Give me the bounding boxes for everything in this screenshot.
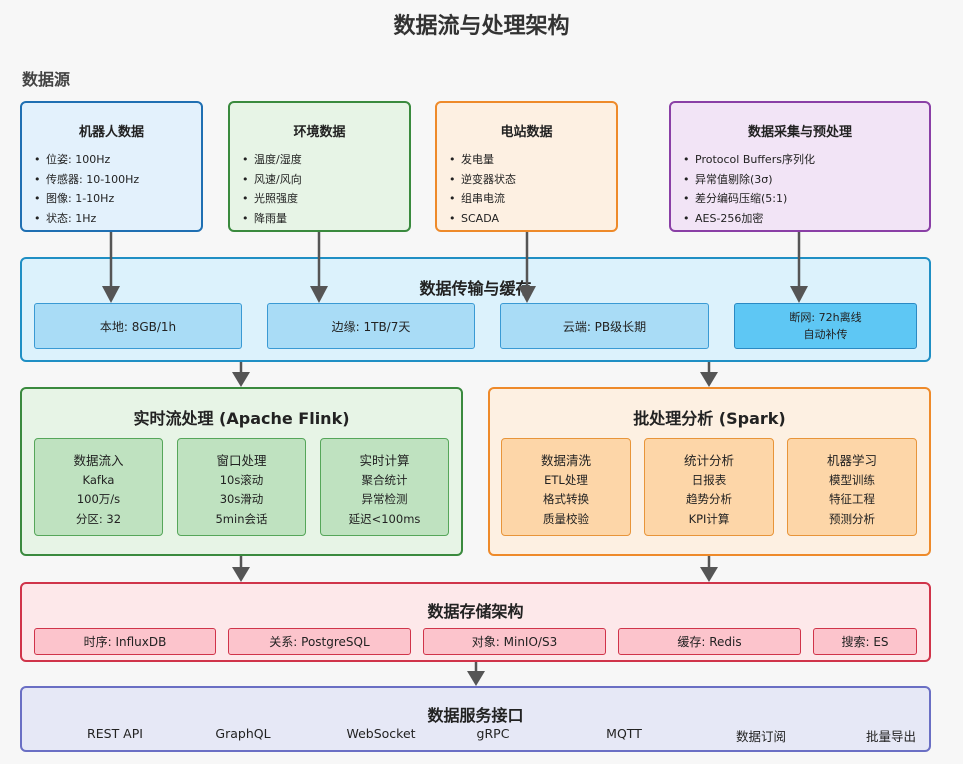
column-line: ETL处理: [544, 472, 588, 487]
source-card-title: 数据采集与预处理: [747, 125, 852, 140]
source-card-station: 电站数据 发电量 逆变器状态 组串电流 SCADA: [435, 101, 618, 232]
list-item: 温度/湿度: [242, 150, 409, 170]
source-card-robot: 机器人数据 位姿: 100Hz 传感器: 10-100Hz 图像: 1-10Hz…: [20, 101, 203, 232]
arrowhead: [700, 372, 718, 387]
service-item-subscribe: 数据订阅: [735, 729, 786, 744]
list-item: 逆变器状态: [449, 170, 616, 190]
arrowhead: [310, 286, 328, 303]
list-item: 图像: 1-10Hz: [34, 189, 201, 209]
page-title: 数据流与处理架构: [393, 14, 570, 39]
service-panel: 数据服务接口: [20, 686, 931, 752]
column-head: 机器学习: [826, 453, 877, 468]
column-line: 分区: 32: [75, 511, 122, 526]
column-line: 100万/s: [76, 492, 121, 506]
service-item-websocket: WebSocket: [346, 726, 416, 741]
column-line: 10s滚动: [219, 472, 264, 487]
section-label-sources: 数据源: [22, 70, 71, 89]
batch-col-clean: 数据清洗 ETL处理 格式转换 质量校验: [501, 438, 631, 536]
list-item: 位姿: 100Hz: [34, 150, 201, 170]
list-item: Protocol Buffers序列化: [683, 150, 929, 170]
column-line: 日报表: [691, 472, 727, 487]
storage-cell-relational: 关系: PostgreSQL: [228, 628, 411, 655]
stream-col-ingest: 数据流入 Kafka 100万/s 分区: 32: [34, 438, 163, 536]
column-line: 模型训练: [829, 472, 875, 487]
storage-cell-search: 搜索: ES: [813, 628, 917, 655]
column-line: 聚合统计: [361, 472, 408, 487]
service-item-export: 批量导出: [865, 729, 916, 744]
column-line: 质量校验: [543, 511, 589, 526]
list-item: SCADA: [449, 209, 616, 229]
arrowhead: [467, 671, 485, 686]
list-item: 降雨量: [242, 209, 409, 229]
service-item-graphql: GraphQL: [215, 726, 271, 741]
batch-col-ml: 机器学习 模型训练 特征工程 预测分析: [787, 438, 917, 536]
column-line: 30s滑动: [219, 492, 264, 506]
arrowhead: [232, 567, 250, 582]
stream-col-window: 窗口处理 10s滚动 30s滑动 5min会话: [177, 438, 306, 536]
list-item: 风速/风向: [242, 170, 409, 190]
column-head: 窗口处理: [216, 453, 267, 468]
storage-cell-object: 对象: MinIO/S3: [423, 628, 606, 655]
transport-cell-offline: 断网: 72h离线 自动补传: [734, 303, 917, 349]
arrowhead: [102, 286, 120, 303]
service-title: 数据服务接口: [427, 706, 524, 725]
service-item-rest: REST API: [87, 726, 143, 741]
list-item: 组串电流: [449, 189, 616, 209]
arrowhead: [790, 286, 808, 303]
list-item: 状态: 1Hz: [34, 209, 201, 229]
offline-line: 断网: 72h离线: [789, 311, 862, 324]
storage-title: 数据存储架构: [427, 602, 524, 621]
list-item: 光照强度: [242, 189, 409, 209]
source-card-title: 机器人数据: [78, 125, 144, 140]
storage-cell-cache: 缓存: Redis: [618, 628, 801, 655]
column-line: 预测分析: [829, 511, 875, 526]
transport-title: 数据传输与缓存: [419, 279, 532, 298]
list-item: 传感器: 10-100Hz: [34, 170, 201, 190]
list-item: 发电量: [449, 150, 616, 170]
stream-col-compute: 实时计算 聚合统计 异常检测 延迟<100ms: [320, 438, 449, 536]
list-item: 差分编码压缩(5:1): [683, 189, 929, 209]
batch-col-stats: 统计分析 日报表 趋势分析 KPI计算: [644, 438, 774, 536]
list-item: AES-256加密: [683, 209, 929, 229]
column-head: 数据清洗: [540, 453, 591, 468]
source-card-environment: 环境数据 温度/湿度 风速/风向 光照强度 降雨量: [228, 101, 411, 232]
column-head: 数据流入: [73, 453, 124, 468]
column-line: 5min会话: [215, 511, 268, 526]
transport-cell-cloud: 云端: PB级长期: [500, 303, 709, 349]
offline-line: 自动补传: [803, 328, 848, 341]
batch-title: 批处理分析 (Spark): [633, 409, 786, 428]
column-line: 格式转换: [543, 492, 589, 506]
column-head: 实时计算: [359, 453, 410, 468]
column-line: 延迟<100ms: [348, 511, 421, 526]
stream-title: 实时流处理 (Apache Flink): [133, 409, 350, 428]
service-item-grpc: gRPC: [476, 726, 510, 741]
column-head: 统计分析: [683, 453, 734, 468]
column-line: Kafka: [82, 472, 115, 487]
arrowhead: [518, 286, 536, 303]
storage-cell-timeseries: 时序: InfluxDB: [34, 628, 216, 655]
transport-cell-edge: 边缘: 1TB/7天: [267, 303, 475, 349]
column-line: 趋势分析: [686, 492, 732, 506]
column-line: 特征工程: [829, 492, 875, 506]
transport-cell-local: 本地: 8GB/1h: [34, 303, 242, 349]
list-item: 异常值剔除(3σ): [683, 170, 929, 190]
column-line: KPI计算: [688, 511, 730, 526]
arrowhead: [700, 567, 718, 582]
service-item-mqtt: MQTT: [606, 726, 642, 741]
source-card-title: 环境数据: [293, 125, 346, 140]
arrowhead: [232, 372, 250, 387]
column-line: 异常检测: [361, 492, 408, 506]
source-card-collection: 数据采集与预处理 Protocol Buffers序列化 异常值剔除(3σ) 差…: [669, 101, 931, 232]
source-card-title: 电站数据: [500, 125, 553, 140]
